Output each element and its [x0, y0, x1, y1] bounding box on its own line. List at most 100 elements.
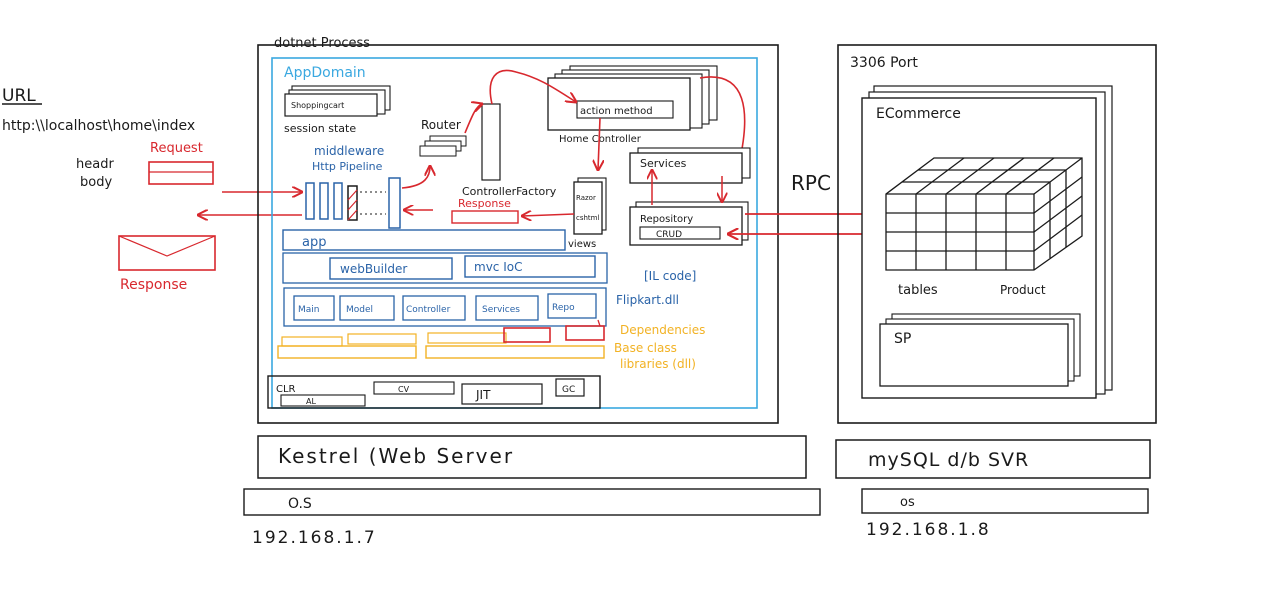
mvc-ioc-label: mvc IoC — [474, 260, 522, 274]
views-label: views — [568, 239, 596, 250]
razor-label: Razor — [576, 194, 596, 202]
gc-box — [555, 378, 585, 397]
gc-label: GC — [562, 385, 575, 395]
action-method-label: action method — [580, 106, 653, 117]
bcl-dll-3 — [347, 333, 417, 345]
database-label: ECommerce — [876, 106, 961, 122]
app-label: app — [302, 235, 326, 250]
builder-band — [282, 252, 608, 284]
session-store — [284, 93, 378, 117]
al-label: AL — [306, 397, 316, 406]
port-label: 3306 Port — [850, 55, 918, 71]
tables-grid — [885, 157, 1083, 271]
al-box — [280, 394, 366, 407]
kestrel-server-box — [257, 435, 807, 479]
db-server-ip: 192.168.1.8 — [866, 520, 991, 540]
request-envelope — [148, 161, 214, 185]
app-server: dotnet Process AppDomain Shoppingcart se… — [243, 36, 821, 548]
clr-label: CLR — [276, 384, 296, 395]
home-controller-label: Home Controller — [559, 134, 642, 145]
db-os-label: os — [900, 495, 915, 510]
middleware-label: middleware — [314, 144, 384, 158]
router-stack-front — [419, 145, 457, 157]
dependency-highlight-2 — [565, 325, 605, 341]
cv-label: CV — [398, 385, 410, 394]
appdomain-label: AppDomain — [284, 65, 366, 81]
module-main: Main — [298, 305, 320, 315]
jit-label: JIT — [475, 388, 491, 402]
kestrel-server-label: Kestrel (Web Server — [278, 444, 514, 468]
repo-dependency-link — [597, 319, 601, 327]
router-to-factory-arrow — [464, 104, 482, 134]
process-label: dotnet Process — [274, 36, 370, 51]
sp-label: SP — [894, 331, 911, 347]
app-box — [282, 229, 566, 251]
bcl-label-1: Base class — [614, 341, 677, 355]
cshtml-label: cshtml — [576, 214, 599, 222]
webbuilder-label: webBuilder — [340, 262, 407, 276]
rpc-label: RPC — [791, 171, 831, 195]
action-method-box — [576, 100, 674, 119]
dependencies-label: Dependencies — [620, 323, 705, 337]
response-envelope — [118, 235, 216, 271]
db-server: 3306 Port ECommerce — [835, 44, 1157, 540]
jit-box — [461, 383, 543, 405]
bcl-dll-4 — [427, 332, 507, 344]
repository-label: Repository — [640, 214, 693, 225]
headers-label: headr — [76, 157, 114, 172]
app-os-label: O.S — [288, 496, 312, 512]
views-to-response-arrow — [522, 214, 575, 216]
mysql-server-box — [835, 439, 1151, 479]
tables-label: tables — [898, 283, 938, 298]
middleware-4-active — [347, 185, 358, 221]
webbuilder-box — [329, 257, 453, 280]
crud-box — [639, 226, 721, 240]
db-server-box — [837, 44, 1157, 424]
module-controller-box — [402, 295, 466, 321]
middleware-2 — [319, 182, 329, 220]
middleware-1 — [305, 182, 315, 220]
product-label: Product — [1000, 283, 1046, 297]
response-envelope-fold — [118, 235, 216, 257]
url-label: URL — [2, 86, 36, 106]
controller-factory-column — [481, 103, 501, 181]
session-item: Shoppingcart — [291, 101, 344, 110]
module-services-box — [475, 295, 539, 321]
mysql-server-label: mySQL d/b SVR — [868, 449, 1029, 471]
services-label: Services — [640, 157, 687, 170]
session-label: session state — [284, 122, 356, 135]
pipeline-label: Http Pipeline — [312, 160, 383, 173]
bcl-dll-5 — [425, 345, 605, 359]
bcl-label-2: libraries (dll) — [620, 357, 696, 371]
controller-factory-label: ControllerFactory — [462, 185, 557, 198]
to-router-arrow — [401, 166, 430, 189]
client-area: URL http:\\localhost\home\index headr bo… — [2, 86, 302, 293]
assembly-label: Flipkart.dll — [616, 293, 679, 307]
body-label: body — [80, 175, 112, 190]
app-os-box — [243, 488, 821, 516]
cv-box — [373, 381, 455, 395]
razor-views-box — [573, 181, 603, 235]
il-code-label: [IL code] — [644, 269, 696, 283]
mvc-ioc-box — [464, 255, 596, 278]
module-services: Services — [482, 305, 520, 315]
db-os-box — [861, 488, 1149, 514]
sp-box — [879, 323, 1069, 387]
module-repo-box — [547, 293, 597, 319]
dependency-highlight-1 — [503, 327, 551, 343]
middleware-3 — [333, 182, 343, 220]
clr-box — [267, 375, 601, 409]
middleware-5 — [388, 177, 401, 229]
modules-band — [283, 287, 607, 327]
controller-to-views-arrow — [598, 117, 600, 170]
app-server-ip: 192.168.1.7 — [252, 528, 377, 548]
bcl-dll-2 — [281, 336, 343, 347]
module-main-box — [293, 295, 335, 321]
crud-label: CRUD — [656, 230, 682, 240]
factory-to-controller-arrow — [489, 69, 576, 105]
bcl-dll-1 — [277, 345, 417, 359]
module-model: Model — [346, 305, 373, 315]
module-model-box — [339, 295, 395, 321]
pipeline-response-box — [451, 210, 519, 224]
